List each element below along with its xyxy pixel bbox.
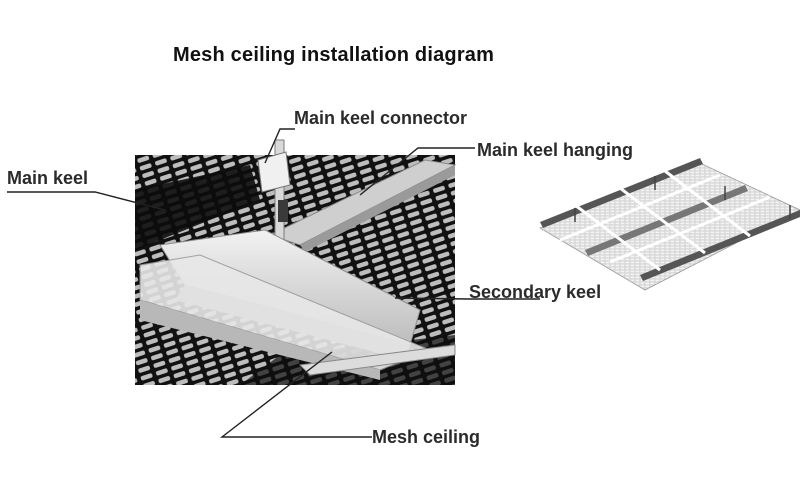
- leader-lines: [7, 128, 540, 438]
- label-main-keel-hanging: Main keel hanging: [477, 140, 634, 160]
- leader-main-keel: [7, 191, 166, 211]
- label-mesh-ceiling: Mesh ceiling: [372, 427, 481, 447]
- leader-secondary-keel: [394, 297, 540, 300]
- ceiling-grid-thumbnail: [539, 158, 800, 291]
- leader-main-keel-hanging: [359, 147, 475, 196]
- label-main-keel-connector: Main keel connector: [294, 108, 468, 128]
- leader-mesh-ceiling: [219, 351, 372, 438]
- diagram-title: Mesh ceiling installation diagram: [173, 44, 495, 66]
- leader-main-keel-connector: [264, 128, 295, 164]
- label-secondary-keel: Secondary keel: [469, 282, 602, 302]
- label-main-keel: Main keel: [7, 168, 89, 188]
- secondary-keel-bar: [139, 229, 432, 380]
